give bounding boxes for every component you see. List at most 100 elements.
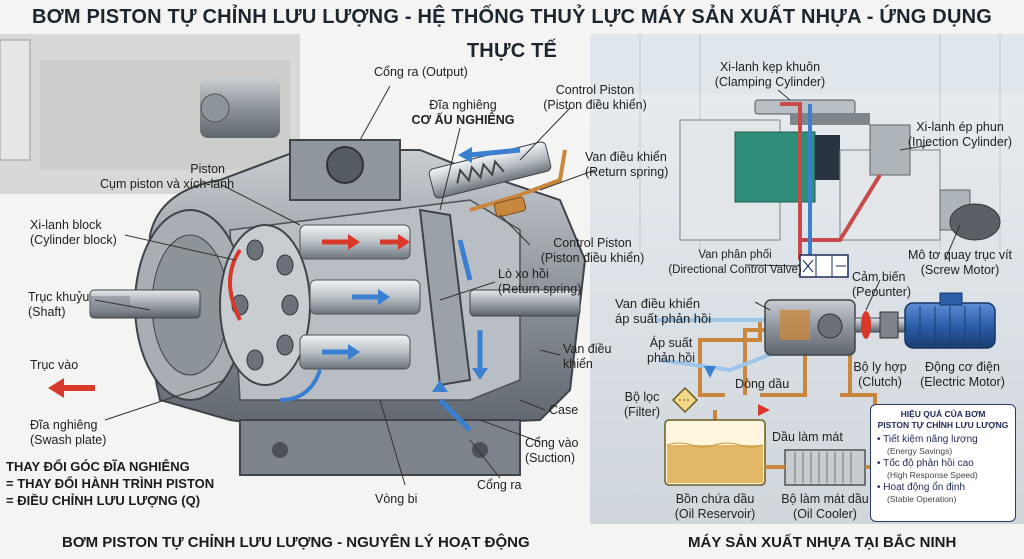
label-screw-motor: Mô tơ quay trục vít (Screw Motor) (900, 248, 1020, 278)
label-cylinder-block: Xi-lanh block (Cylinder block) (30, 218, 117, 248)
page-title: BƠM PISTON TỰ CHỈNH LƯU LƯỢNG - HỆ THỐNG… (31, 6, 992, 62)
label-crankshaft-line1: Trục khuỷu (28, 290, 90, 304)
benefit-item: • Tốc độ phản hồi cao (877, 458, 974, 469)
label-clutch: Bộ ly hợp (Clutch) (845, 360, 915, 390)
label-feedback-valve: Van điều khiển áp suất phản hồi (615, 296, 711, 326)
label-control-piston-top: Control Piston (Piston điều khiển) (530, 83, 660, 113)
label-output-bottom: Cổng ra (477, 478, 522, 492)
label-injection-line1: Xi-lanh ép phun (916, 120, 1004, 134)
label-suction-line2: (Suction) (525, 451, 576, 465)
label-suction: Cổng vào (Suction) (525, 436, 579, 466)
label-dcv: Van phân phối (Directional Control Valve… (660, 248, 810, 278)
filter (671, 386, 699, 414)
label-swash-plate-line2: (Swash plate) (30, 433, 107, 447)
label-return-spring-line1: Lò xo hồi (498, 267, 549, 281)
label-return-spring-line2: (Return spring) (498, 282, 582, 296)
pump-flow-arrows (228, 147, 521, 432)
label-crankshaft-line2: (Shaft) (28, 305, 66, 319)
label-reservoir-line2: (Oil Reservoir) (674, 507, 756, 521)
label-sensor-line2: (Peounter) (852, 285, 912, 299)
benefits-box: HIỆU QUẢ CỦA BƠM PISTON TỰ CHỈNH LƯU LƯỢ… (870, 404, 1016, 522)
label-output: Cổng ra (Output) (374, 65, 468, 79)
label-feedback-valve-line1: Van điều khiển (615, 296, 701, 311)
label-motor-line1: Động cơ điện (925, 360, 1000, 374)
small-pump (200, 78, 280, 138)
label-clutch-line2: (Clutch) (858, 375, 902, 389)
label-swash-top: Đĩa nghiêng CƠ ẤU NGHIÊNG (398, 98, 528, 128)
label-control-piston-top-line1: Control Piston (555, 83, 635, 97)
label-feedback-pressure-line1: Áp suất (649, 336, 693, 350)
label-control-piston-mid-line1: Control Piston (553, 236, 632, 250)
benefit-item: • Tiết kiệm năng lượng (877, 434, 978, 445)
benefit-item-label: Tốc độ phản hồi cao (883, 458, 974, 469)
label-reservoir: Bồn chứa dầu (Oil Reservoir) (655, 492, 775, 522)
label-control-piston-top-line2: (Piston điều khiển) (543, 98, 647, 112)
label-cylinder-block-line1: Xi-lanh block (30, 218, 102, 232)
label-injection-line2: (Injection Cylinder) (907, 135, 1013, 149)
label-dcv-line1: Van phân phối (698, 249, 772, 261)
label-cooler-line1: Bộ làm mát dầu (781, 492, 869, 506)
label-motor-line2: (Electric Motor) (920, 375, 1005, 389)
benefit-item: • Hoạt động ổn định (877, 482, 966, 493)
label-swash-top-line1: Đĩa nghiêng (429, 98, 497, 112)
directional-control-valve (799, 254, 849, 278)
pump-assembly (89, 139, 587, 476)
benefits-title-line2: PISTON TỰ CHỈNH LƯU LƯỢNG (877, 420, 1009, 430)
label-cooler-line2: (Oil Cooler) (793, 507, 857, 521)
label-cooler: Bộ làm mát dầu (Oil Cooler) (770, 492, 880, 522)
label-swash-top-line2: CƠ ẤU NGHIÊNG (411, 113, 515, 127)
oil-reservoir (664, 419, 766, 486)
benefit-item-sub: (Energy Savings) (887, 446, 953, 456)
benefit-item-sub: (Stable Operation) (887, 494, 957, 504)
label-control-valve-right-line2: khiển (563, 357, 593, 371)
benefits-title: HIỆU QUẢ CỦA BƠM PISTON TỰ CHỈNH LƯU LƯỢ… (877, 409, 1009, 431)
label-filter-line2: (Filter) (623, 405, 661, 419)
label-clamping: Xi-lanh kẹp khuôn (Clamping Cylinder) (700, 60, 840, 90)
benefit-item-label: Hoạt động ổn định (883, 482, 966, 493)
label-cylinder-block-line2: (Cylinder block) (30, 233, 117, 247)
benefit-item-label: Tiết kiệm năng lượng (883, 434, 978, 445)
label-control-valve-right: Van điều khiển (563, 342, 611, 372)
label-swash-plate: Đĩa nghiêng (Swash plate) (30, 418, 106, 448)
label-sensor-line1: Cảm biến (852, 270, 906, 284)
label-control-valve-top: Van điều khiển (Return spring) (585, 150, 668, 180)
label-cooling-oil: Dầu làm mát (772, 430, 843, 444)
label-feedback-valve-line2: áp suất phản hồi (615, 311, 712, 326)
principle-note-line2: = THAY ĐỔI HÀNH TRÌNH PISTON (6, 476, 215, 491)
label-clamping-line1: Xi-lanh kẹp khuôn (719, 60, 821, 74)
label-reservoir-line1: Bồn chứa dầu (675, 492, 755, 506)
label-crankshaft: Trục khuỷu (Shaft) (28, 290, 89, 320)
benefit-item-sub: (High Response Speed) (887, 470, 978, 480)
label-dcv-line2: (Directional Control Valve) (668, 264, 802, 276)
label-control-valve-top-line1: Van điều khiển (585, 150, 667, 164)
label-suction-line1: Cổng vào (525, 436, 579, 450)
label-clamping-line2: (Clamping Cylinder) (714, 75, 826, 89)
label-screw-motor-line2: (Screw Motor) (920, 263, 1000, 277)
label-bearing: Vòng bi (375, 492, 418, 506)
label-feedback-pressure: Áp suất phản hồi (636, 336, 706, 366)
label-control-valve-right-line1: Van điều (563, 342, 612, 356)
label-piston-line2: Cụm piston và xích-lanh (100, 177, 235, 191)
label-filter-line1: Bộ lọc (624, 390, 660, 404)
label-piston-line1: Piston (190, 162, 225, 176)
label-return-spring: Lò xo hồi (Return spring) (498, 267, 581, 297)
label-swash-plate-line1: Đĩa nghiêng (30, 418, 98, 432)
electric-motor (904, 292, 996, 349)
label-injection: Xi-lanh ép phun (Injection Cylinder) (900, 120, 1020, 150)
label-oil-flow: Dòng dầu (735, 377, 790, 391)
principle-note-line3: = ĐIỀU CHỈNH LƯU LƯỢNG (Q) (6, 493, 201, 508)
label-screw-motor-line1: Mô tơ quay trục vít (907, 248, 1013, 262)
left-footer: BƠM PISTON TỰ CHỈNH LƯU LƯỢNG - NGUYÊN L… (62, 534, 530, 551)
label-feedback-pressure-line2: phản hồi (647, 351, 695, 365)
label-case: Case (549, 403, 579, 417)
label-control-piston-mid-line2: (Piston điều khiển) (540, 251, 645, 265)
label-control-piston-mid: Control Piston (Piston điều khiển) (520, 236, 665, 266)
label-sensor: Cảm biến (Peounter) (852, 270, 911, 300)
label-control-valve-top-line2: (Return spring) (585, 165, 669, 179)
principle-note-line1: THAY ĐỔI GÓC ĐĨA NGHIÊNG (6, 459, 190, 474)
right-footer: MÁY SẢN XUẤT NHỰA TẠI BẮC NINH (688, 534, 957, 551)
label-motor: Động cơ điện (Electric Motor) (910, 360, 1015, 390)
principle-note: THAY ĐỔI GÓC ĐĨA NGHIÊNG = THAY ĐỔI HÀNH… (6, 458, 214, 509)
label-clutch-line1: Bộ ly hợp (853, 360, 907, 374)
